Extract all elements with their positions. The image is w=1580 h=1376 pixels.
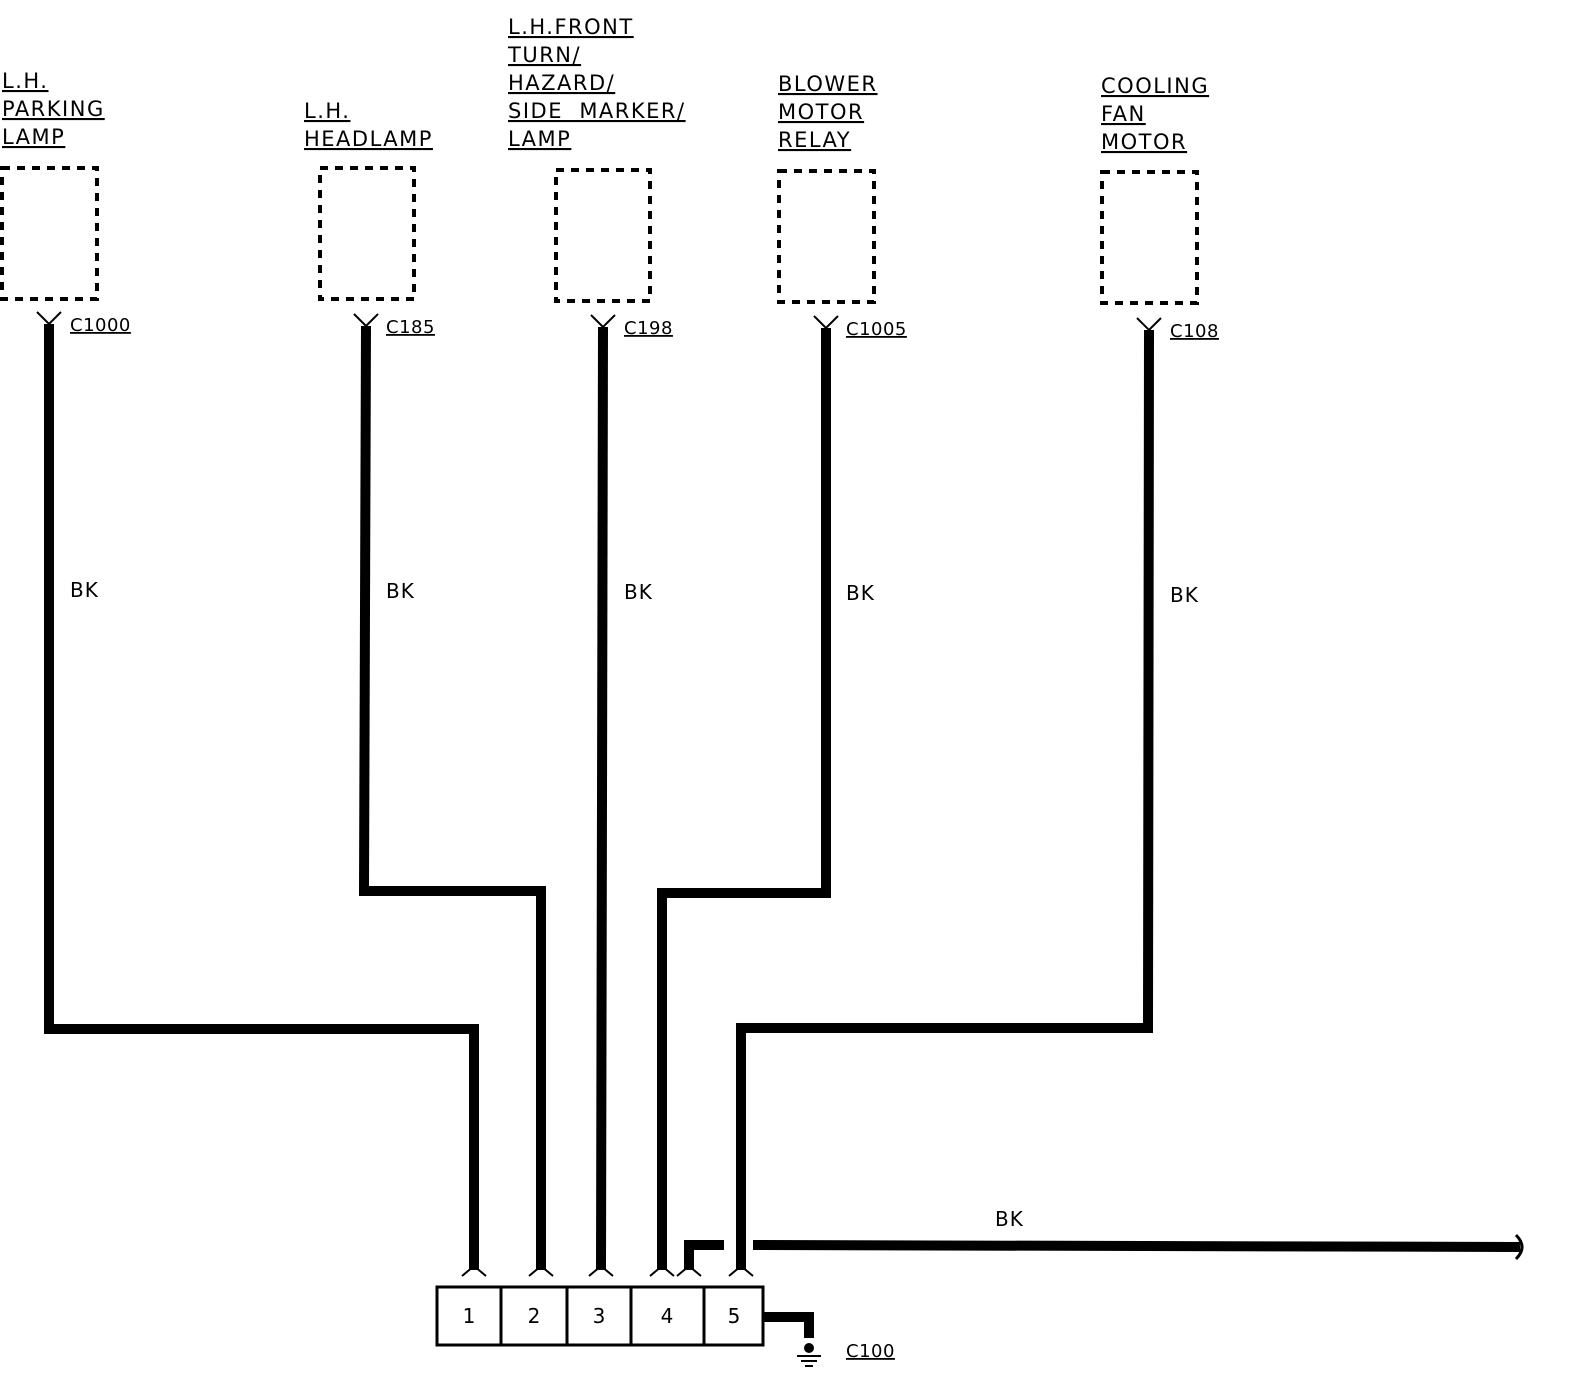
- component-box: [318, 166, 416, 301]
- wire-bk: [596, 326, 608, 1271]
- wires: BK: [44, 324, 1524, 1271]
- wire-color-label: BK: [1170, 583, 1199, 607]
- splice-pin-number: 3: [593, 1304, 606, 1328]
- component-label-line: L.H.FRONT: [508, 15, 634, 39]
- connector-terminal-icon: [36, 311, 62, 326]
- component-label-line: RELAY: [778, 128, 851, 152]
- wire-color-label: BK: [70, 578, 99, 602]
- ground: C100: [763, 1312, 895, 1367]
- connector-terminal-icon: [1136, 317, 1162, 332]
- wire-bk: [657, 328, 831, 1270]
- splice-pin-number: 2: [528, 1304, 541, 1328]
- connector-label: C1005: [846, 319, 907, 340]
- connector-label: C185: [386, 317, 435, 338]
- connector-label: C198: [624, 318, 673, 339]
- component-label-line: MOTOR: [1101, 130, 1187, 154]
- connector-label: C1000: [70, 315, 131, 336]
- component-label-line: MOTOR: [778, 100, 864, 124]
- splice-pin-box: [435, 1285, 503, 1347]
- splice-pin-box: [629, 1285, 706, 1347]
- pin-terminal-icon: [728, 1264, 754, 1277]
- connector-label: C108: [1170, 321, 1219, 342]
- splice-block: 1 2 3 4 5: [435, 1285, 765, 1347]
- wire-color-label: BK: [624, 580, 653, 604]
- component-box: [0, 166, 99, 301]
- pin-terminal-icon: [461, 1264, 487, 1277]
- pin-terminal-icon: [649, 1264, 675, 1277]
- component-label-line: L.H.: [2, 69, 48, 93]
- wire-bk: [44, 324, 479, 1270]
- wire-color-label: BK: [846, 581, 875, 605]
- component-lh-headlamp: L.H. HEADLAMP C185 BK: [304, 99, 435, 603]
- splice-pin-box: [499, 1285, 569, 1347]
- component-blower-motor-relay: BLOWER MOTOR RELAY C1005 BK: [777, 72, 907, 605]
- pin-terminal-icon: [528, 1264, 554, 1277]
- wire-bk: [736, 329, 1154, 1270]
- component-label-line: L.H.: [304, 99, 350, 123]
- component-label-line: HEADLAMP: [304, 127, 433, 151]
- component-box: [777, 169, 876, 304]
- component-box: [554, 168, 652, 303]
- wire-break-icon: [1514, 1233, 1524, 1261]
- component-label-line: COOLING: [1101, 74, 1209, 98]
- splice-pin-number: 1: [463, 1304, 476, 1328]
- component-lh-parking-lamp: L.H. PARKING LAMP C1000 BK: [0, 69, 131, 602]
- component-box: [1100, 170, 1199, 305]
- component-label-line: LAMP: [508, 127, 571, 151]
- component-label-line: TURN/: [507, 43, 581, 67]
- component-label-line: SIDE MARKER/: [508, 99, 686, 123]
- wire-bk: [358, 325, 546, 1270]
- component-label-line: FAN: [1101, 102, 1146, 126]
- wire-color-label: BK: [386, 579, 415, 603]
- connector-terminal-icon: [813, 315, 839, 330]
- splice-pin-number: 4: [661, 1304, 674, 1328]
- ground-icon: [797, 1343, 821, 1367]
- ground-wire: [763, 1312, 814, 1338]
- splice-pin-number: 5: [728, 1304, 741, 1328]
- pin-terminals: [461, 1264, 754, 1277]
- pin-terminal-icon: [676, 1264, 702, 1277]
- connector-terminal-icon: [353, 313, 379, 328]
- component-lh-front-turn-hazard-side-marker-lamp: L.H.FRONT TURN/ HAZARD/ SIDE MARKER/ LAM…: [507, 15, 686, 604]
- ground-label: C100: [846, 1341, 895, 1362]
- component-label-line: BLOWER: [778, 72, 878, 96]
- component-cooling-fan-motor: COOLING FAN MOTOR C108 BK: [1100, 74, 1219, 607]
- wire-color-label: BK: [995, 1207, 1024, 1231]
- wire-bk-continuation: [752, 1240, 1521, 1252]
- wire-bk-jumper: [684, 1240, 724, 1270]
- pin-terminal-icon: [588, 1264, 614, 1277]
- component-label-line: PARKING: [2, 97, 105, 121]
- component-label-line: LAMP: [2, 125, 65, 149]
- connector-terminal-icon: [590, 314, 616, 329]
- component-label-line: HAZARD/: [508, 71, 615, 95]
